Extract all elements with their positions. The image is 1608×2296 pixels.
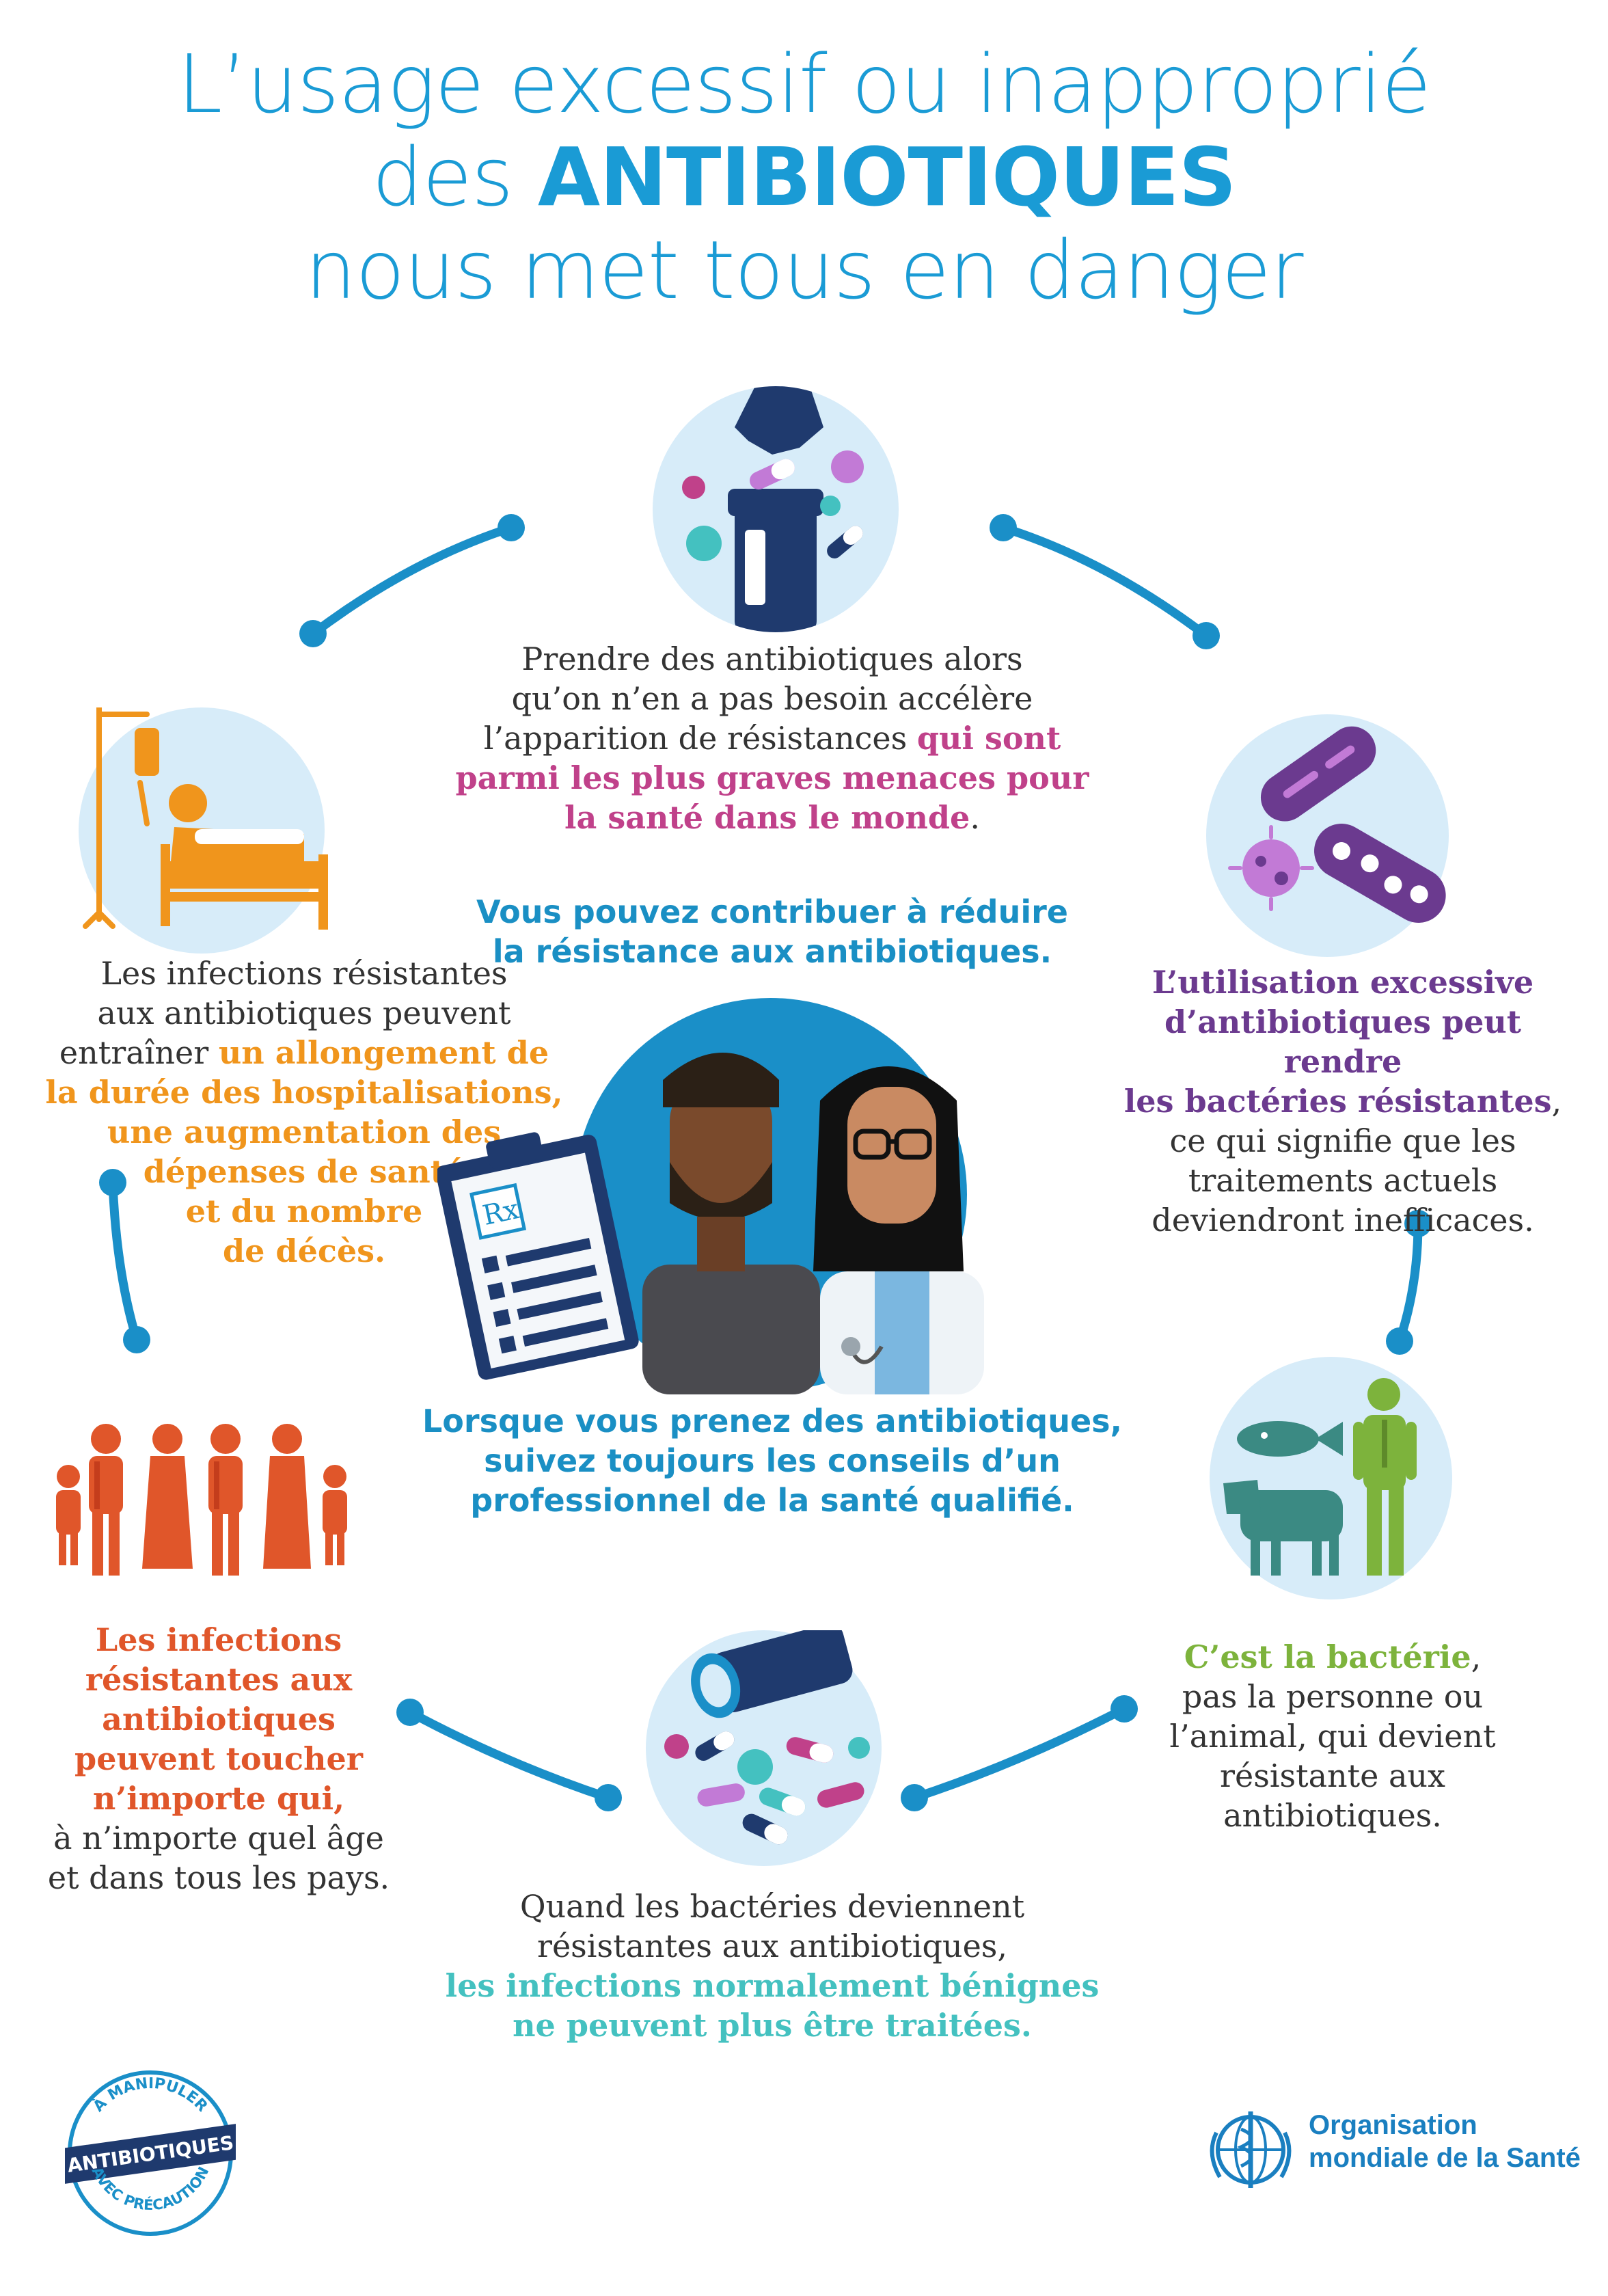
arc-dot (498, 514, 525, 541)
right-lower-line-2: pas la personne ou (1182, 1678, 1484, 1715)
left-upper-line-2: aux antibiotiques peuvent (97, 995, 511, 1031)
right-lower-line-3: l’animal, qui devient (1169, 1718, 1496, 1755)
left-lower-message: Les infections résistantes aux antibioti… (17, 1620, 420, 1897)
arc-right (1395, 1219, 1423, 1346)
arc-top-right (998, 523, 1211, 640)
left-upper-line-3-text: entraîner (59, 1034, 219, 1071)
top-line-1: Prendre des antibiotiques alors (521, 640, 1023, 677)
right-upper-line-4: ce qui signifie que les (1169, 1122, 1516, 1159)
top-message: Prendre des antibiotiques alors qu’on n’… (444, 639, 1100, 837)
arc-bottom-left (405, 1707, 613, 1802)
top-line-3-text: l’apparition de résistances (483, 720, 917, 757)
who-name: Organisation mondiale de la Santé (1309, 2109, 1581, 2174)
center-bottom-line-3: professionnel de la santé qualifié. (470, 1482, 1074, 1519)
right-upper-message: L’utilisation excessive d’antibiotiques … (1114, 962, 1572, 1240)
arc-dot (1404, 1210, 1432, 1237)
bacteria-illustration (1206, 714, 1449, 957)
right-upper-highlight-1: L’utilisation excessive (1152, 964, 1534, 1001)
health-professionals-illustration: Rx (437, 998, 1011, 1394)
title-line-2-prefix: des (372, 130, 538, 224)
arc-left (108, 1178, 141, 1345)
arc-dot (1110, 1695, 1138, 1723)
center-bottom-message: Lorsque vous prenez des antibiotiques, s… (417, 1401, 1128, 1520)
right-lower-line-1-end: , (1471, 1638, 1482, 1675)
left-lower-highlight-1: Les infections (95, 1621, 342, 1658)
left-upper-highlight-3: une augmentation des (107, 1113, 502, 1150)
left-lower-line-7: et dans tous les pays. (47, 1859, 390, 1896)
top-highlight-3: la santé dans le monde (564, 799, 970, 836)
left-upper-line-1: Les infections résistantes (100, 955, 508, 992)
title-keyword: ANTIBIOTIQUES (537, 130, 1237, 224)
right-upper-line-3: les bactéries résistantes, (1114, 1081, 1572, 1121)
arc-dot (901, 1784, 928, 1811)
left-lower-highlight-5: n’importe qui, (92, 1780, 345, 1817)
right-upper-line-3-end: , (1551, 1083, 1562, 1120)
center-top-message: Vous pouvez contribuer à réduire la rési… (444, 892, 1100, 971)
top-line-3: l’apparition de résistances qui sont (444, 718, 1100, 758)
left-upper-highlight-1: un allongement de (218, 1034, 549, 1071)
center-bottom-line-2: suivez toujours les conseils d’un (484, 1442, 1061, 1479)
arc-dot (1386, 1327, 1413, 1355)
title-line-3: nous met tous en danger (305, 223, 1303, 317)
top-line-5-end: . (970, 799, 980, 836)
arc-dot (1193, 622, 1220, 649)
left-upper-highlight-6: de décès. (222, 1232, 386, 1269)
center-top-line-2: la résistance aux antibiotiques. (492, 933, 1052, 970)
right-upper-highlight-2: d’antibiotiques peut rendre (1164, 1003, 1522, 1080)
arc-dot (299, 620, 327, 647)
top-line-5: la santé dans le monde. (444, 798, 1100, 837)
top-highlight-2: parmi les plus graves menaces pour (455, 759, 1089, 796)
left-upper-highlight-2: la durée des hospitalisations, (45, 1074, 563, 1111)
pills-jar-illustration (653, 386, 899, 632)
right-lower-message: C’est la bactérie, pas la personne ou l’… (1155, 1637, 1510, 1835)
bottom-line-2: résistantes aux antibiotiques, (536, 1928, 1008, 1964)
spilled-pills-illustration (646, 1630, 882, 1866)
left-upper-line-3: entraîner un allongement de (44, 1033, 564, 1072)
bottom-highlight-1: les infections normalement bénignes (445, 1967, 1100, 2004)
who-name-line-2: mondiale de la Santé (1309, 2143, 1581, 2173)
arc-dot (396, 1699, 424, 1726)
center-top-line-1: Vous pouvez contribuer à réduire (476, 893, 1068, 930)
left-lower-highlight-2: résistantes aux (85, 1661, 353, 1698)
handle-with-care-badge: À MANIPULER ANTIBIOTIQUES AVEC PRÉCAUTIO… (59, 2068, 241, 2239)
arc-dot (99, 1169, 126, 1196)
left-lower-highlight-3: antibiotiques (102, 1701, 336, 1738)
title-line-2: des ANTIBIOTIQUES (0, 131, 1608, 224)
left-upper-highlight-5: et du nombre (185, 1193, 423, 1230)
right-upper-line-5: traitements actuels (1188, 1162, 1498, 1199)
hospital-bed-illustration (79, 707, 328, 954)
who-name-line-1: Organisation (1309, 2110, 1477, 2140)
left-lower-highlight-4: peuvent toucher (74, 1740, 363, 1777)
arc-bottom-right (910, 1704, 1129, 1802)
right-lower-highlight: C’est la bactérie (1184, 1638, 1471, 1675)
animals-person-illustration (1210, 1357, 1452, 1599)
top-highlight-1: qui sont (916, 720, 1061, 757)
people-group-illustration (41, 1401, 362, 1579)
bottom-message: Quand les bactéries deviennent résistant… (424, 1887, 1121, 2045)
rx-symbol: Rx (480, 1193, 522, 1232)
arc-dot (123, 1326, 150, 1353)
bottom-line-1: Quand les bactéries deviennent (519, 1888, 1025, 1925)
right-lower-line-5: antibiotiques. (1223, 1797, 1442, 1834)
right-lower-line-4: résistante aux (1220, 1757, 1445, 1794)
right-lower-line-1: C’est la bactérie, (1155, 1637, 1510, 1677)
right-upper-highlight-3: les bactéries résistantes (1123, 1083, 1552, 1120)
top-line-2: qu’on n’en a pas besoin accélère (511, 680, 1033, 717)
left-upper-message: Les infections résistantes aux antibioti… (44, 954, 564, 1271)
left-lower-line-6: à n’importe quel âge (53, 1820, 384, 1856)
title-line-1: L’usage excessif ou inapproprié (177, 37, 1431, 131)
bottom-highlight-2: ne peuvent plus être traitées. (513, 2007, 1032, 2044)
right-upper-line-6: deviendront inefficaces. (1152, 1202, 1534, 1239)
left-upper-highlight-4: dépenses de santé (143, 1153, 465, 1190)
arc-top-left (308, 523, 516, 638)
center-bottom-line-1: Lorsque vous prenez des antibiotiques, (422, 1403, 1122, 1440)
arc-dot (595, 1784, 622, 1811)
arc-dot (990, 514, 1017, 541)
page-title: L’usage excessif ou inapproprié des ANTI… (0, 38, 1608, 316)
who-emblem-icon (1203, 2102, 1298, 2200)
